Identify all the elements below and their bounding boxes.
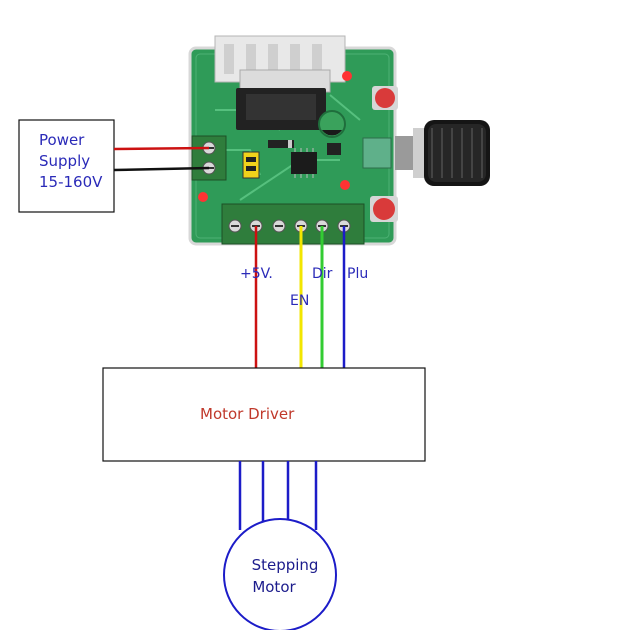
motor-driver-box [102,367,426,462]
wire-power-positive [113,146,210,151]
led-top [342,71,352,81]
pot-connector [362,137,392,169]
jumper [242,151,260,179]
pin-label-en: EN [290,293,309,309]
power-supply-line1: Power [39,131,85,149]
wire-power-negative [113,166,210,172]
button-bottom [370,196,398,222]
diode [268,140,294,148]
button-top [372,86,398,110]
controller-board [188,35,490,246]
motor-driver-label: Motor Driver [200,405,295,423]
capacitor [318,110,346,138]
power-terminal-block [191,135,227,181]
potentiometer-knob [395,120,490,186]
power-supply-box [18,119,115,213]
led-left [198,192,208,202]
power-supply-line3: 15-160V [39,173,103,191]
signal-terminal-block [221,203,365,245]
pin-label-plu: Plu [347,266,368,282]
pin-label-plus5v: +5V. [240,266,273,282]
heatsink [214,35,346,130]
stepping-motor-line1: Stepping [252,556,319,574]
pin-label-dir: Dir [312,266,333,282]
ic-chip [291,148,317,178]
stepping-motor-line2: Motor [252,578,296,596]
power-supply-line2: Supply [39,152,90,170]
led-bottom [340,180,350,190]
stepping-motor-circle [223,518,337,630]
